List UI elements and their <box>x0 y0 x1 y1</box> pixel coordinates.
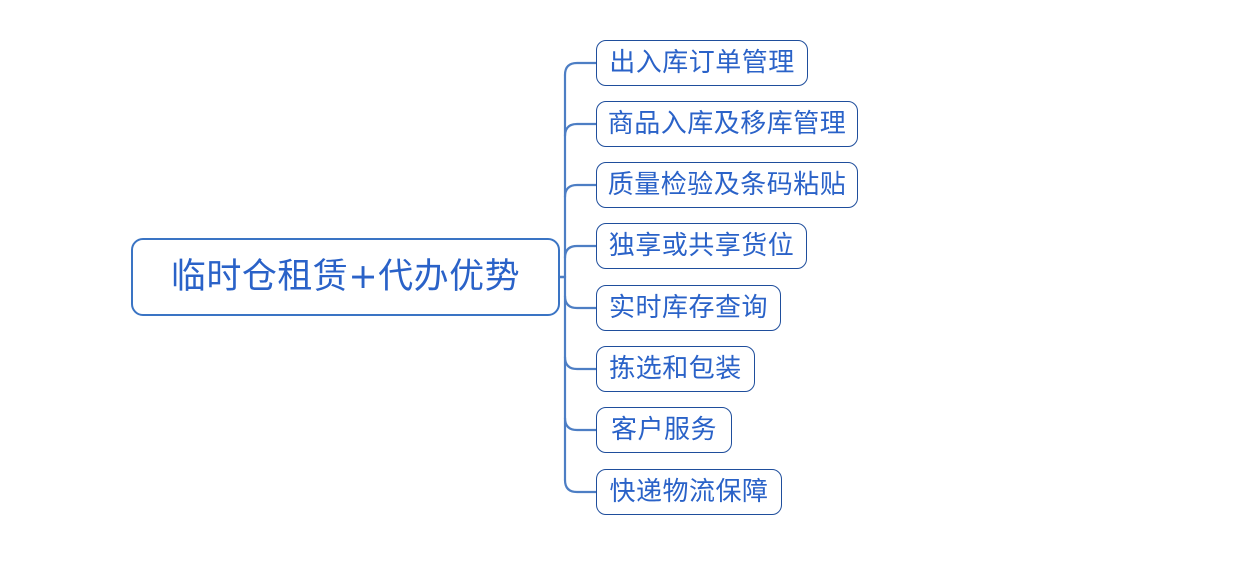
connector-branch-7 <box>563 416 598 432</box>
branch-node-3[interactable]: 质量检验及条码粘贴 <box>596 162 858 208</box>
branch-node-8[interactable]: 快递物流保障 <box>596 469 782 515</box>
branch-node-label: 实时库存查询 <box>608 293 768 323</box>
branch-node-6[interactable]: 拣选和包装 <box>596 346 755 392</box>
branch-node-5[interactable]: 实时库存查询 <box>596 285 781 331</box>
branch-node-label: 出入库订单管理 <box>609 48 795 78</box>
branch-node-2[interactable]: 商品入库及移库管理 <box>596 101 858 147</box>
connector-branch-3 <box>563 183 598 199</box>
branch-node-1[interactable]: 出入库订单管理 <box>596 40 808 86</box>
branch-node-label: 商品入库及移库管理 <box>607 109 847 139</box>
connector-branch-2 <box>563 122 598 138</box>
branch-node-7[interactable]: 客户服务 <box>596 407 732 453</box>
connector-branch-4 <box>563 244 598 260</box>
branch-node-4[interactable]: 独享或共享货位 <box>596 223 807 269</box>
connector-branch-5 <box>563 294 598 310</box>
branch-node-label: 拣选和包装 <box>609 354 742 384</box>
connector-branch-1 <box>563 61 598 77</box>
branch-node-label: 独享或共享货位 <box>608 231 795 261</box>
branch-node-label: 客户服务 <box>610 415 717 445</box>
connector-branch-6 <box>563 355 598 371</box>
root-node[interactable]: 临时仓租赁+代办优势 <box>131 238 560 316</box>
branch-node-label: 质量检验及条码粘贴 <box>607 170 847 200</box>
branch-node-label: 快递物流保障 <box>609 477 769 507</box>
connector-branch-8 <box>563 478 598 494</box>
root-node-label: 临时仓租赁+代办优势 <box>170 256 521 297</box>
